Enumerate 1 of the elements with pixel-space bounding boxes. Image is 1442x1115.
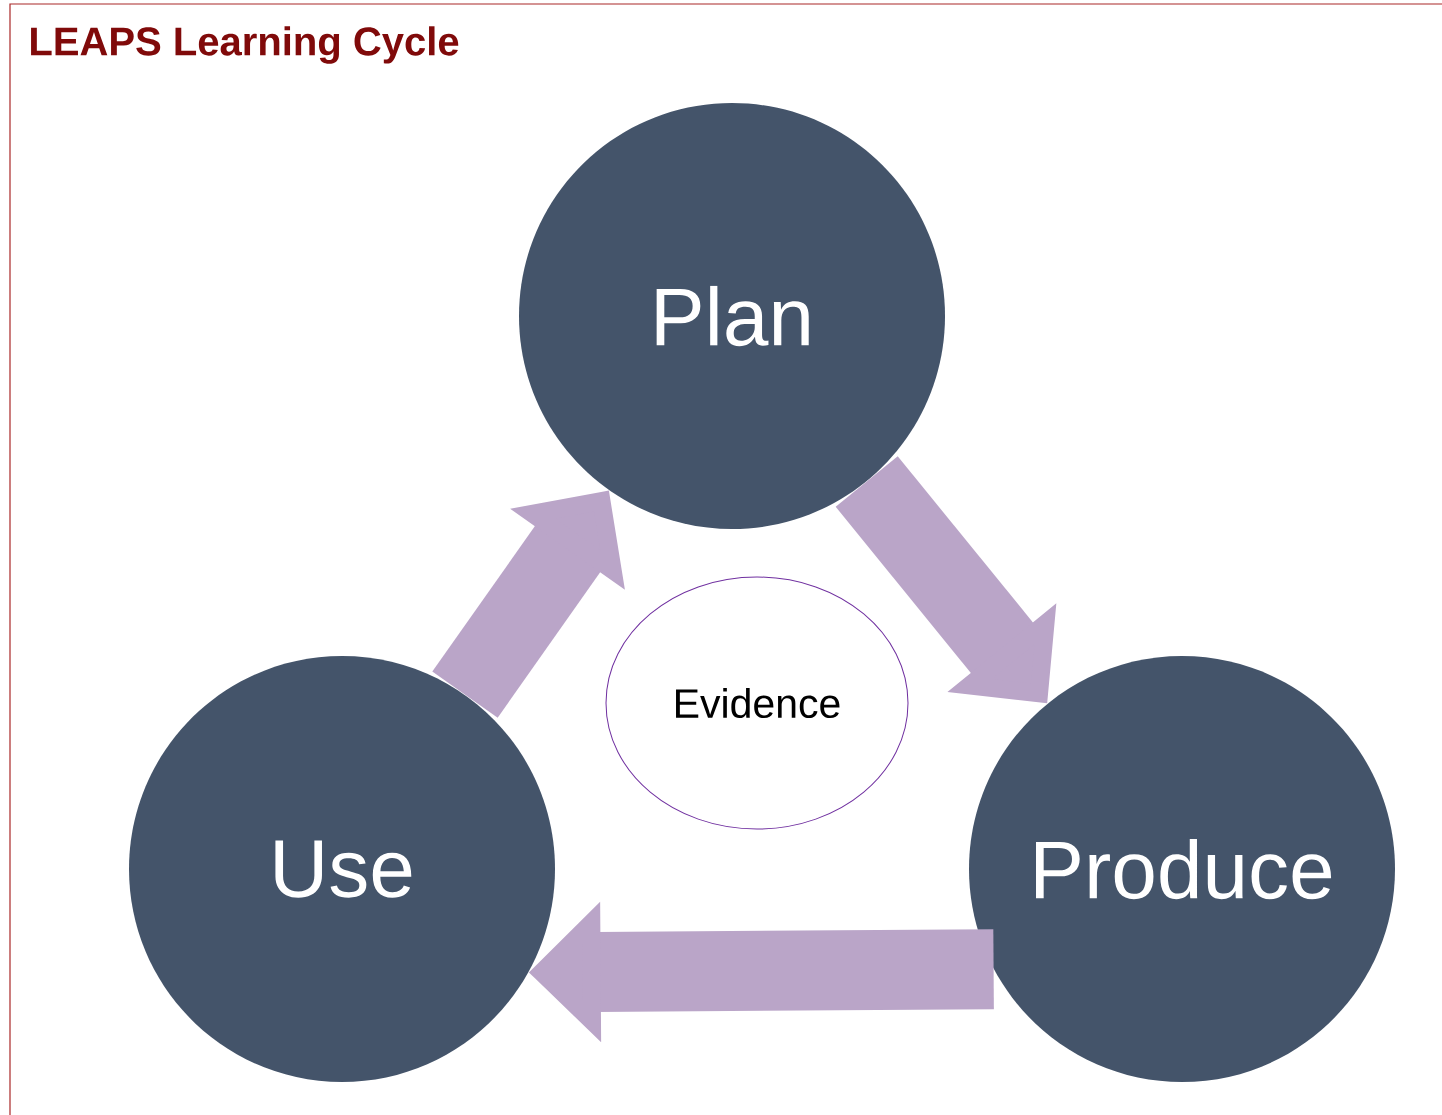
title: LEAPS Learning Cycle	[31, 26, 459, 64]
